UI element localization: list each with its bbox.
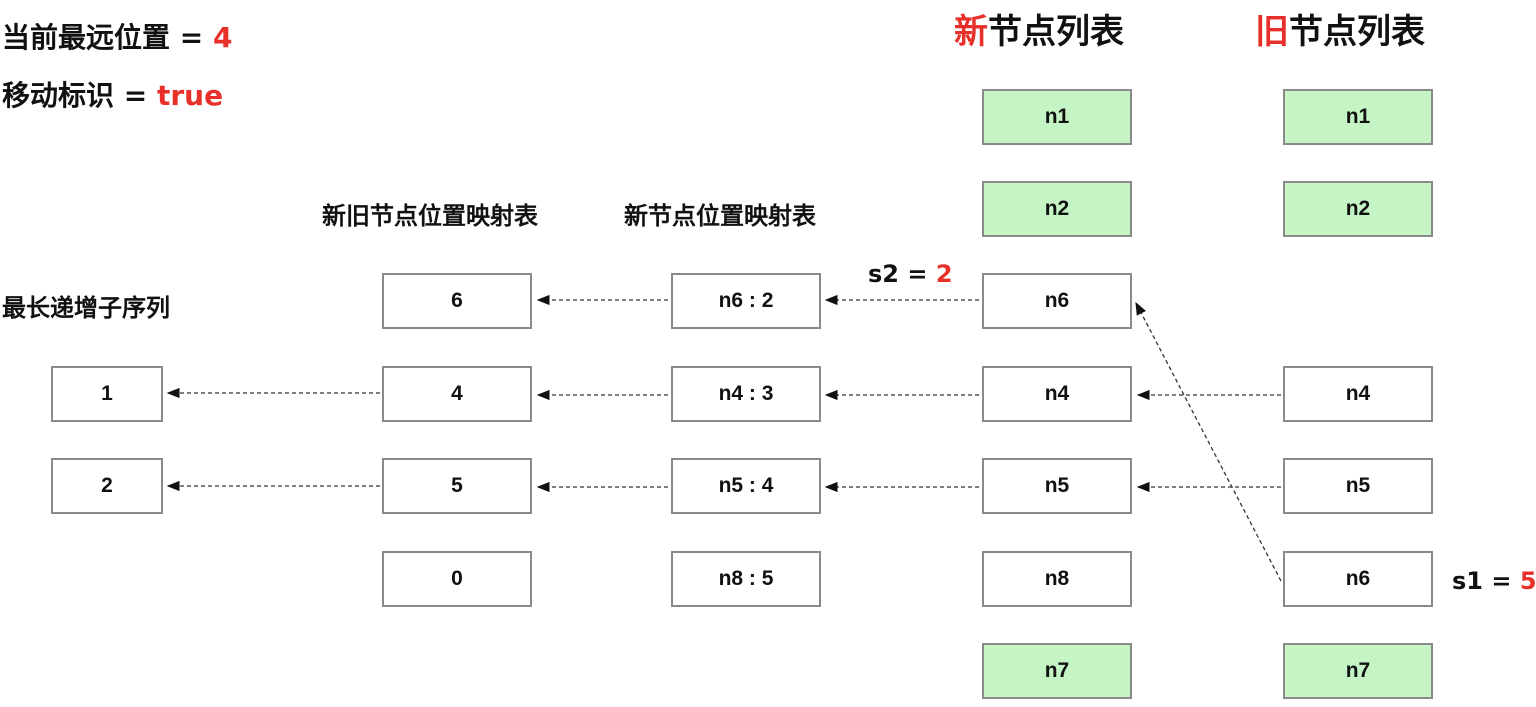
old-node-n2: n2 bbox=[1283, 181, 1433, 237]
lis-entry: 2 bbox=[51, 458, 163, 514]
old-node-n1: n1 bbox=[1283, 89, 1433, 145]
new-node-n7: n7 bbox=[982, 643, 1132, 699]
lis-header: 最长递增子序列 bbox=[2, 294, 170, 322]
new-pos-map-entry: n5 : 4 bbox=[671, 458, 821, 514]
old-new-map-entry: 4 bbox=[382, 366, 532, 422]
new-pos-map-entry: n4 : 3 bbox=[671, 366, 821, 422]
s2-marker: s2 = 2 bbox=[868, 260, 953, 288]
new-node-n8: n8 bbox=[982, 551, 1132, 607]
old-node-n7: n7 bbox=[1283, 643, 1433, 699]
farthest-position-text: 当前最远位置 = bbox=[2, 21, 213, 54]
move-flag-text: 移动标识 = bbox=[2, 79, 157, 112]
old-new-map-entry: 5 bbox=[382, 458, 532, 514]
old-list-header-accent: 旧 bbox=[1255, 12, 1289, 52]
farthest-position-value: 4 bbox=[212, 21, 233, 54]
move-flag-label: 移动标识 = true bbox=[2, 74, 223, 114]
new-list-header-accent: 新 bbox=[954, 12, 988, 52]
new-node-n6: n6 bbox=[982, 273, 1132, 329]
s1-marker: s1 = 5 bbox=[1452, 567, 1536, 595]
new-node-n2: n2 bbox=[982, 181, 1132, 237]
old-new-map-header: 新旧节点位置映射表 bbox=[322, 202, 538, 230]
old-new-map-entry: 6 bbox=[382, 273, 532, 329]
new-node-n1: n1 bbox=[982, 89, 1132, 145]
farthest-position-label: 当前最远位置 = 4 bbox=[2, 16, 232, 56]
s2-marker-value: 2 bbox=[935, 260, 953, 288]
old-list-header: 旧节点列表 bbox=[1255, 4, 1425, 53]
old-node-n4: n4 bbox=[1283, 366, 1433, 422]
move-flag-value: true bbox=[156, 79, 224, 112]
old-node-n6: n6 bbox=[1283, 551, 1433, 607]
new-pos-map-header: 新节点位置映射表 bbox=[624, 202, 816, 230]
new-list-header: 新节点列表 bbox=[954, 4, 1124, 53]
old-list-header-text: 节点列表 bbox=[1289, 12, 1425, 52]
lis-entry: 1 bbox=[51, 366, 163, 422]
s2-marker-text: s2 = bbox=[868, 260, 936, 288]
old-new-map-entry: 0 bbox=[382, 551, 532, 607]
new-node-n4: n4 bbox=[982, 366, 1132, 422]
new-list-header-text: 节点列表 bbox=[988, 12, 1124, 52]
new-pos-map-entry: n6 : 2 bbox=[671, 273, 821, 329]
new-pos-map-entry: n8 : 5 bbox=[671, 551, 821, 607]
new-node-n5: n5 bbox=[982, 458, 1132, 514]
arrow-old-n6-to-new-n6 bbox=[1135, 301, 1282, 582]
s1-marker-text: s1 = bbox=[1452, 567, 1520, 595]
s1-marker-value: 5 bbox=[1519, 567, 1536, 595]
old-node-n5: n5 bbox=[1283, 458, 1433, 514]
